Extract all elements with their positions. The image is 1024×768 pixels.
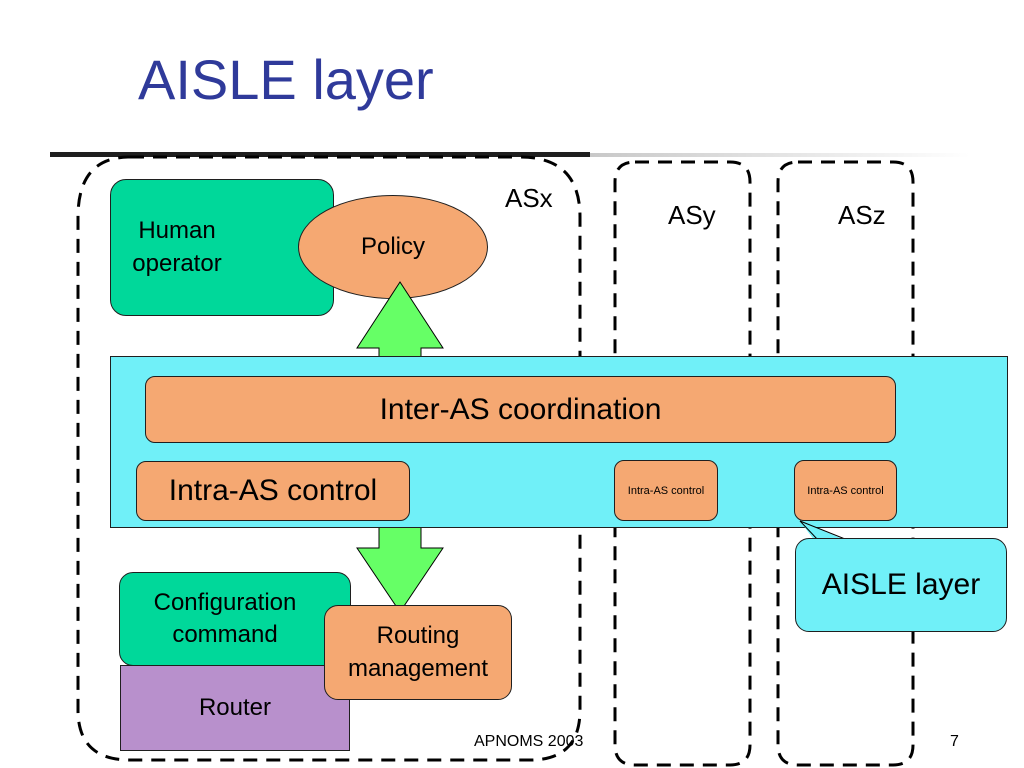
routing-management-box: Routing management [324,605,512,700]
slide-title: AISLE layer [138,48,434,111]
intra-as-control-asz: Intra-AS control [794,460,897,521]
title-rule [50,152,590,157]
inter-as-coordination-box: Inter-AS coordination [145,376,896,443]
asx-label: ASx [505,183,553,213]
asz-label: ASz [838,200,886,230]
human-operator-box: Human operator [110,179,334,316]
down-arrow [356,526,444,613]
asz-boundary [776,160,915,767]
router-box: Router [120,665,350,751]
configuration-command-box: Configuration command [119,572,351,666]
asy-boundary [613,160,752,767]
policy-ellipse: Policy [298,195,488,299]
aisle-layer-callout: AISLE layer [795,538,1007,632]
footer-conference: APNOMS 2003 [474,733,584,750]
intra-as-control-asx: Intra-AS control [136,461,410,521]
footer-page-number: 7 [950,733,959,750]
title-rule-fade [590,153,970,157]
asx-boundary [76,155,582,762]
asy-label: ASy [668,200,716,230]
intra-as-control-asy: Intra-AS control [614,460,718,521]
